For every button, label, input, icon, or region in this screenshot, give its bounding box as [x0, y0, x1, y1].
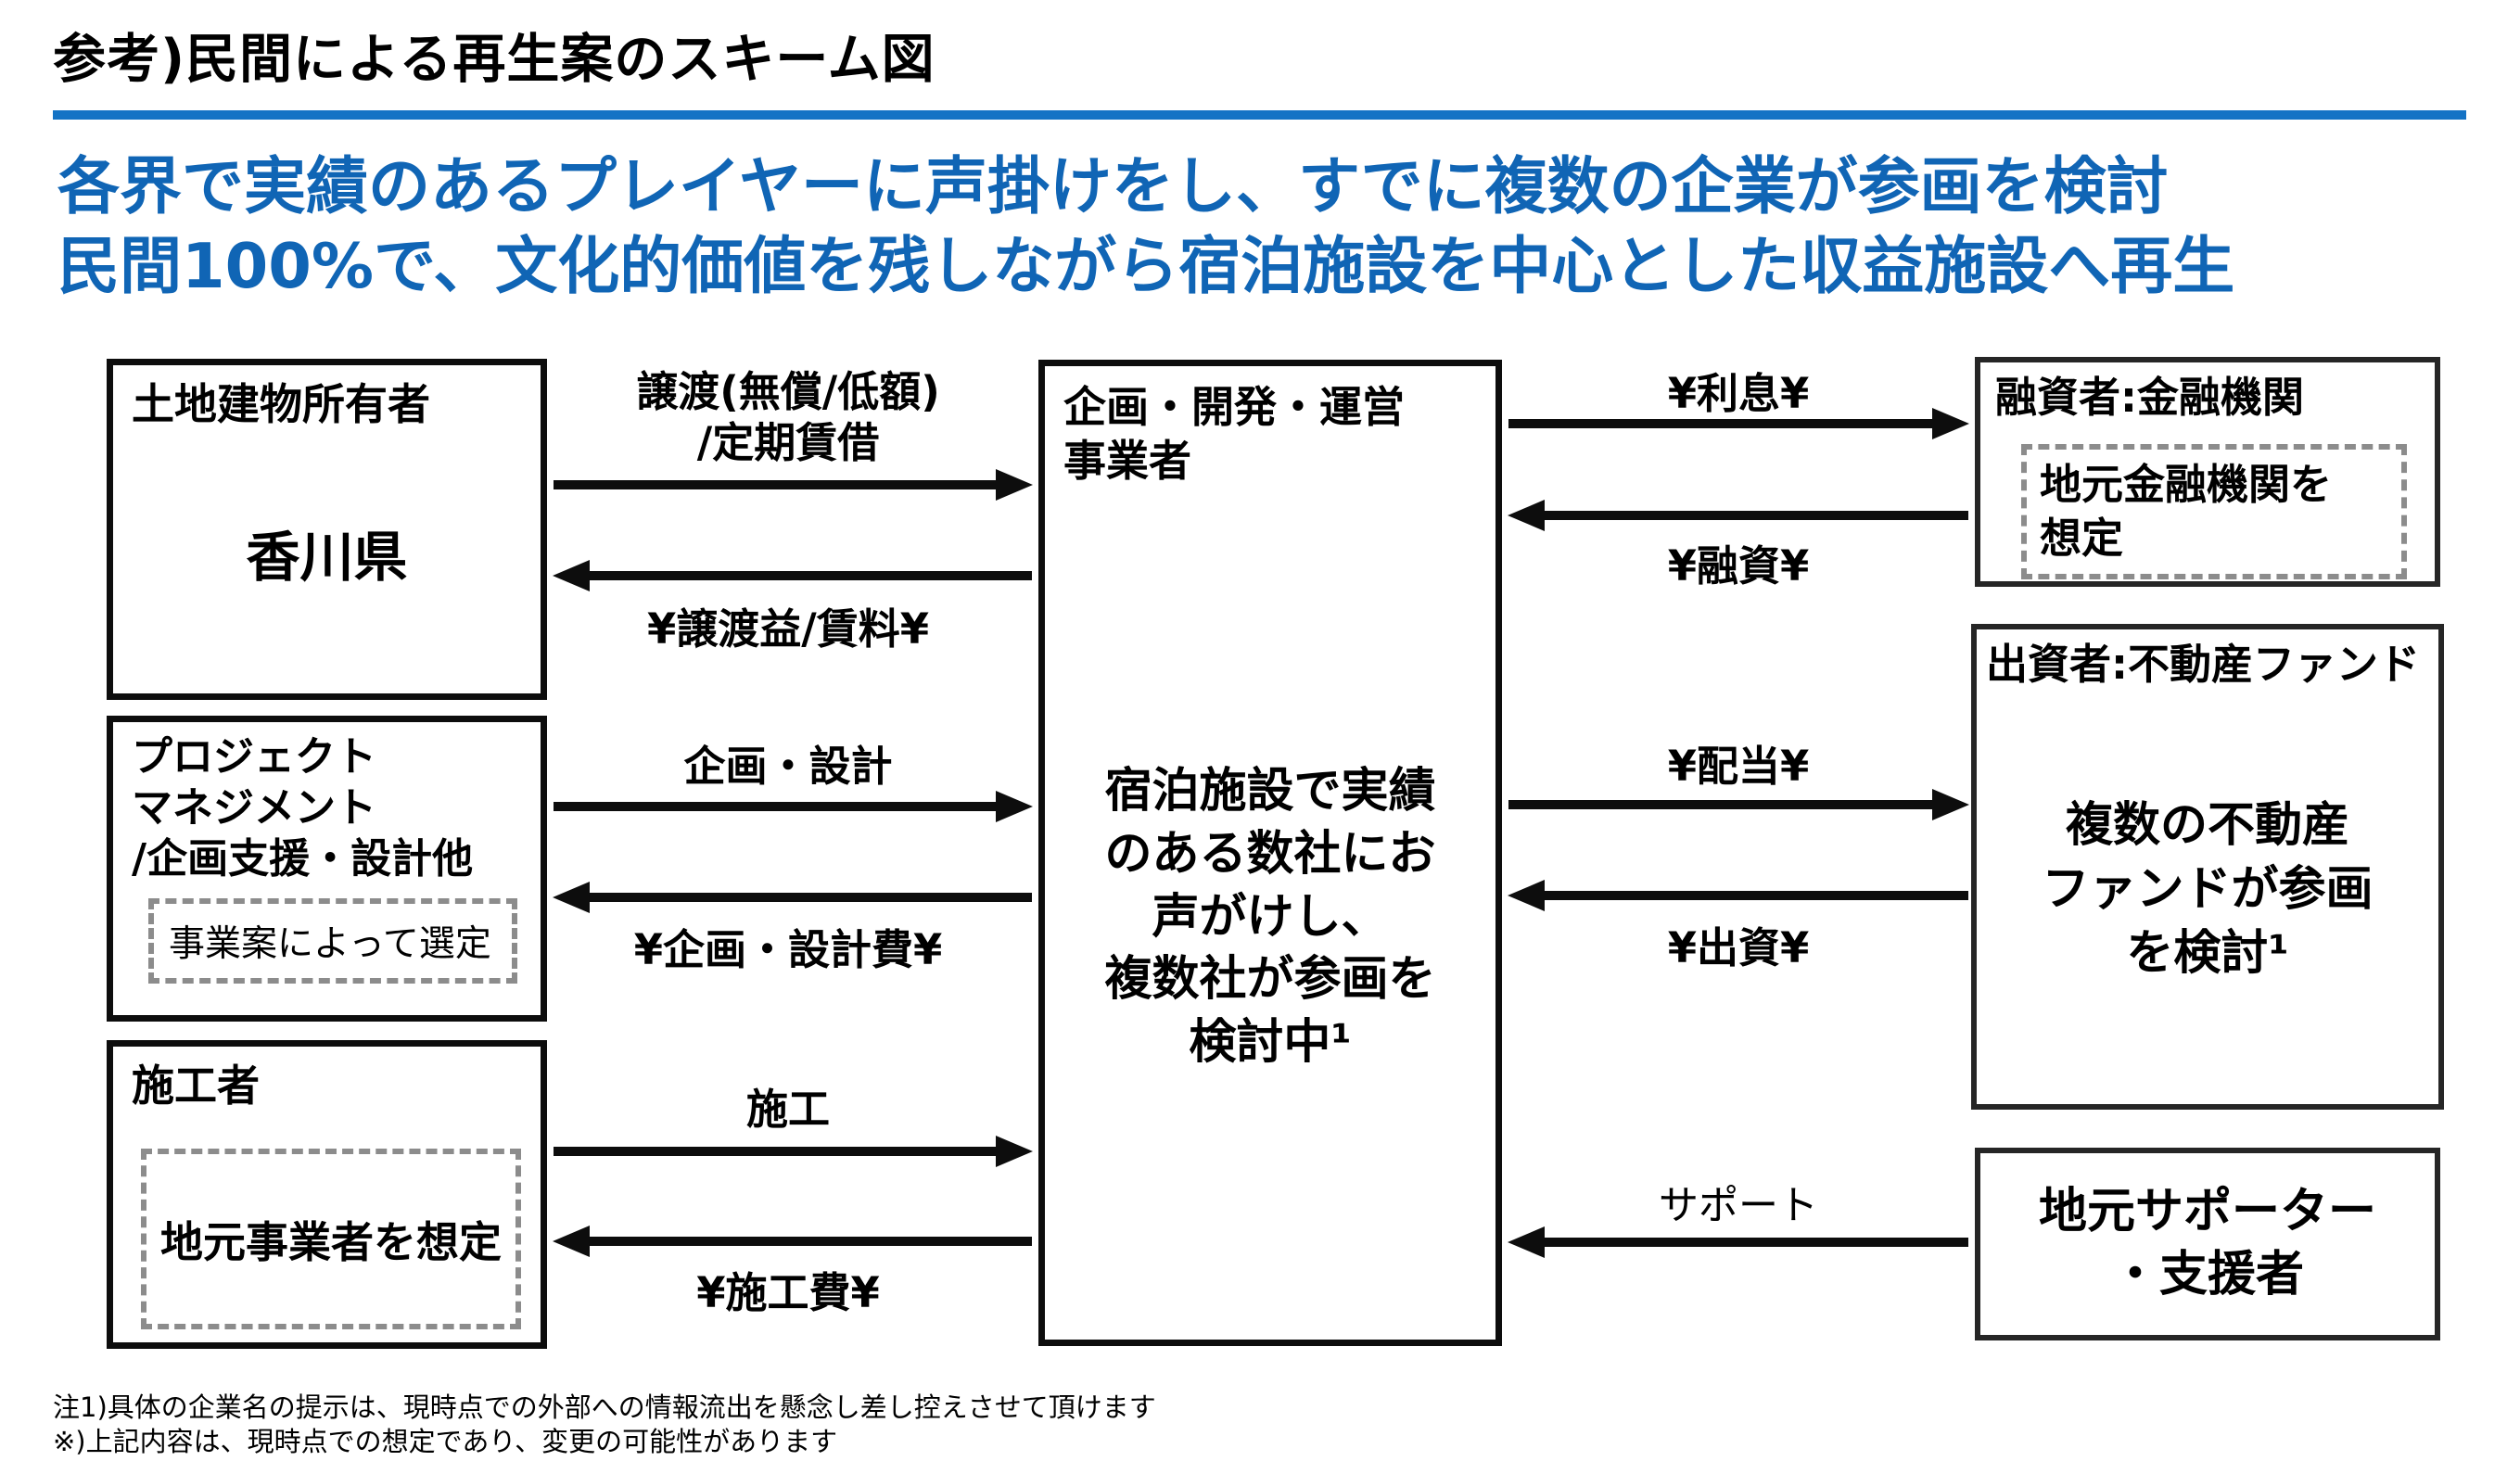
headline-line-1: 各界で実績のあるプレイヤーに声掛けをし、すでに複数の企業が参画を検討	[57, 150, 2169, 222]
arrow-equity	[1508, 880, 1968, 911]
box-investor: 出資者:不動産ファンド 複数の不動産 ファンドが参画 を検討¹	[1971, 624, 2444, 1110]
arrow-label-transfer-line2: /定期賃借	[696, 417, 880, 467]
supporter-line2: ・支援者	[2110, 1247, 2304, 1302]
box-land-owner-title: 土地建物所有者	[132, 379, 430, 429]
arrow-planning-fee-shaft	[576, 893, 1032, 902]
arrow-planning-fee	[553, 882, 1032, 913]
operator-body-line5: 検討中¹	[1189, 1015, 1352, 1071]
arrow-support-shaft	[1531, 1238, 1968, 1247]
box-operator-body: 宿泊施設で実績 のある数社にお 声がけし、 複数社が参画を 検討中¹	[1045, 760, 1495, 1074]
box-builder: 施工者 地元事業者を想定	[107, 1040, 547, 1349]
arrow-planning-head	[996, 791, 1033, 822]
arrow-interest	[1508, 408, 1969, 439]
footnotes: 注1)具体の企業名の提示は、現時点での外部への情報流出を懸念し差し控えさせて頂け…	[53, 1391, 1156, 1459]
arrow-construction-fee	[553, 1226, 1032, 1257]
arrow-loan-shaft	[1531, 511, 1968, 520]
box-builder-note: 地元事業者を想定	[141, 1149, 521, 1329]
footnote-2: ※)上記内容は、現時点での想定であり、変更の可能性があります	[53, 1425, 838, 1457]
arrow-label-construction-fee: ¥施工費¥	[696, 1268, 880, 1317]
arrow-construction	[554, 1136, 1033, 1167]
box-lender-title: 融資者:金融機関	[1995, 373, 2304, 422]
arrow-construction-shaft	[554, 1147, 1010, 1156]
arrow-equity-shaft	[1531, 891, 1968, 900]
arrow-planning-shaft	[554, 802, 1010, 811]
supporter-line1: 地元サポーター	[2038, 1184, 2376, 1240]
operator-title-line2: 事業者	[1063, 435, 1191, 486]
arrow-label-planning: 企画・設計	[683, 742, 893, 791]
arrow-support-head	[1508, 1226, 1545, 1258]
arrow-label-transfer-line1: 譲渡(無償/低額)	[636, 367, 940, 416]
box-operator: 企画・開発・運営 事業者 宿泊施設で実績 のある数社にお 声がけし、 複数社が参…	[1038, 360, 1502, 1346]
arrow-interest-shaft	[1508, 419, 1946, 428]
arrow-dividend-shaft	[1508, 800, 1946, 809]
lender-note-line2: 想定	[2040, 514, 2124, 563]
arrow-label-transfer-gain: ¥譲渡益/賃料¥	[646, 604, 930, 654]
arrow-dividend-head	[1932, 789, 1969, 820]
operator-body-line4: 複数社が参画を	[1104, 952, 1436, 1008]
arrow-planning-fee-head	[553, 882, 590, 913]
arrow-equity-head	[1508, 880, 1545, 911]
arrow-transfer-gain-shaft	[576, 571, 1032, 580]
box-project-management-note: 事業案によって選定	[148, 898, 517, 984]
page-title: 参考)民間による再生案のスキーム図	[53, 29, 935, 90]
investor-body-line3: を検討¹	[2126, 925, 2289, 981]
box-investor-title: 出資者:不動産ファンド	[1986, 640, 2420, 689]
box-builder-title: 施工者	[132, 1061, 260, 1111]
investor-body-line2: ファンドが参画	[2042, 861, 2374, 917]
arrow-support	[1508, 1226, 1968, 1258]
arrow-label-transfer: 譲渡(無償/低額) /定期賃借	[547, 367, 1029, 469]
footnote-1: 注1)具体の企業名の提示は、現時点での外部への情報流出を懸念し差し控えさせて頂け…	[53, 1391, 1156, 1423]
arrow-transfer-shaft	[554, 480, 1010, 489]
arrow-transfer-gain-head	[553, 560, 590, 591]
box-investor-body: 複数の不動産 ファンドが参画 を検討¹	[1977, 794, 2438, 986]
arrow-label-loan: ¥融資¥	[1667, 541, 1810, 591]
arrow-construction-fee-shaft	[576, 1237, 1032, 1246]
arrow-label-interest: ¥利息¥	[1667, 369, 1810, 418]
arrow-transfer-gain	[553, 560, 1032, 591]
arrow-label-planning-fee: ¥企画・設計費¥	[633, 925, 943, 974]
arrow-label-dividend: ¥配当¥	[1667, 742, 1810, 791]
arrow-label-construction: 施工	[745, 1085, 830, 1134]
investor-body-line1: 複数の不動産	[2065, 798, 2349, 853]
arrow-transfer-head	[996, 469, 1033, 501]
box-project-management: プロジェクト マネジメント /企画支援・設計他 事業案によって選定	[107, 716, 547, 1022]
title-underline-rule	[53, 110, 2466, 120]
box-project-management-title: プロジェクト マネジメント /企画支援・設計他	[113, 722, 541, 884]
arrow-planning	[554, 791, 1033, 822]
box-supporter: 地元サポーター ・支援者	[1975, 1148, 2440, 1340]
lender-note-line1: 地元金融機関を	[2040, 459, 2333, 509]
pm-title-line2: マネジメント	[132, 784, 376, 832]
box-land-owner-body: 香川県	[246, 526, 408, 589]
pm-title-line3: /企画支援・設計他	[132, 835, 474, 883]
arrow-interest-head	[1932, 408, 1969, 439]
box-lender-note: 地元金融機関を 想定	[2021, 444, 2407, 579]
operator-body-line3: 声がけし、	[1152, 889, 1389, 945]
box-lender: 融資者:金融機関 地元金融機関を 想定	[1975, 357, 2440, 587]
arrow-transfer	[554, 469, 1033, 501]
box-land-owner: 土地建物所有者 香川県	[107, 359, 547, 700]
operator-body-line1: 宿泊施設で実績	[1104, 764, 1436, 819]
arrow-construction-fee-head	[553, 1226, 590, 1257]
arrow-loan-head	[1508, 500, 1545, 531]
arrow-label-support: サポート	[1659, 1183, 1818, 1229]
pm-title-line1: プロジェクト	[132, 733, 376, 781]
headline-line-2: 民間100%で、文化的価値を残しながら宿泊施設を中心とした収益施設へ再生	[57, 230, 2235, 302]
arrow-loan	[1508, 500, 1968, 531]
arrow-construction-head	[996, 1136, 1033, 1167]
arrow-dividend	[1508, 789, 1969, 820]
box-operator-title: 企画・開発・運営 事業者	[1045, 366, 1495, 488]
operator-title-line1: 企画・開発・運営	[1063, 382, 1405, 432]
operator-body-line2: のある数社にお	[1104, 826, 1436, 882]
arrow-label-equity: ¥出資¥	[1667, 923, 1810, 972]
